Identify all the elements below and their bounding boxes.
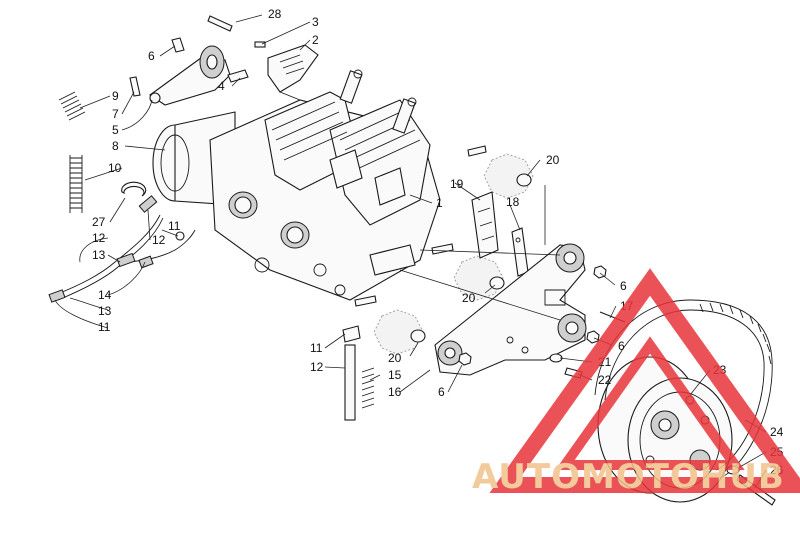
callout-1: 1 — [436, 196, 443, 210]
rubber-mounts — [354, 145, 534, 355]
callout-7: 7 — [112, 107, 119, 121]
callout-13-bottom: 13 — [98, 304, 112, 318]
callout-12-right: 12 — [152, 233, 166, 247]
callout-8: 8 — [112, 139, 119, 153]
callout-6-bottom: 6 — [438, 385, 445, 399]
callout-28: 27 — [92, 215, 106, 229]
callout-6-right: 6 — [620, 279, 627, 293]
engine-mount-bracket — [129, 37, 249, 106]
watermark-text: AUTOMOTOHUB — [472, 457, 785, 497]
hose-clamp — [121, 181, 147, 197]
watermark-logo: AUTOMOTOHUB — [472, 268, 800, 497]
engine-plate — [434, 243, 626, 379]
callout-14: 14 — [98, 288, 112, 302]
callout-11-lower: 11 — [310, 341, 323, 355]
callout-12-lower: 12 — [310, 360, 324, 374]
callout-13-top: 13 — [92, 248, 106, 262]
callout-15: 15 — [388, 368, 402, 382]
callout-22: 22 — [598, 373, 612, 387]
engine-assembly — [152, 69, 441, 301]
watermark-triangle-outer — [489, 268, 800, 493]
hose-assembly — [48, 195, 196, 303]
springs — [58, 91, 86, 213]
callout-4: 4 — [218, 79, 225, 93]
leader-lines — [54, 14, 767, 489]
callout-20-top: 20 — [546, 153, 560, 167]
callout-11-bottom: 11 — [98, 320, 111, 334]
drive-clutch — [594, 299, 776, 506]
upper-bracket — [254, 41, 319, 101]
watermark-triangle-inner — [555, 336, 745, 470]
callout-6-top: 6 — [148, 49, 155, 63]
callout-3: 3 — [312, 15, 319, 29]
callout-24: 24 — [770, 425, 784, 439]
drain-tube — [342, 325, 375, 421]
callout-19: 19 — [450, 177, 464, 191]
callout-5: 5 — [112, 123, 119, 137]
callout-27: 28 — [268, 7, 282, 21]
callout-12-left: 12 — [92, 231, 106, 245]
callout-11-right: 11 — [168, 219, 181, 233]
callout-9: 9 — [112, 89, 119, 103]
callout-10: 10 — [108, 161, 122, 175]
callout-18: 18 — [506, 195, 520, 209]
pin — [207, 15, 233, 32]
callout-6-plate: 6 — [618, 339, 625, 353]
callout-2: 2 — [312, 33, 319, 47]
callout-20-low: 20 — [388, 351, 402, 365]
callout-16: 16 — [388, 385, 402, 399]
callout-20-mid: 20 — [462, 291, 476, 305]
